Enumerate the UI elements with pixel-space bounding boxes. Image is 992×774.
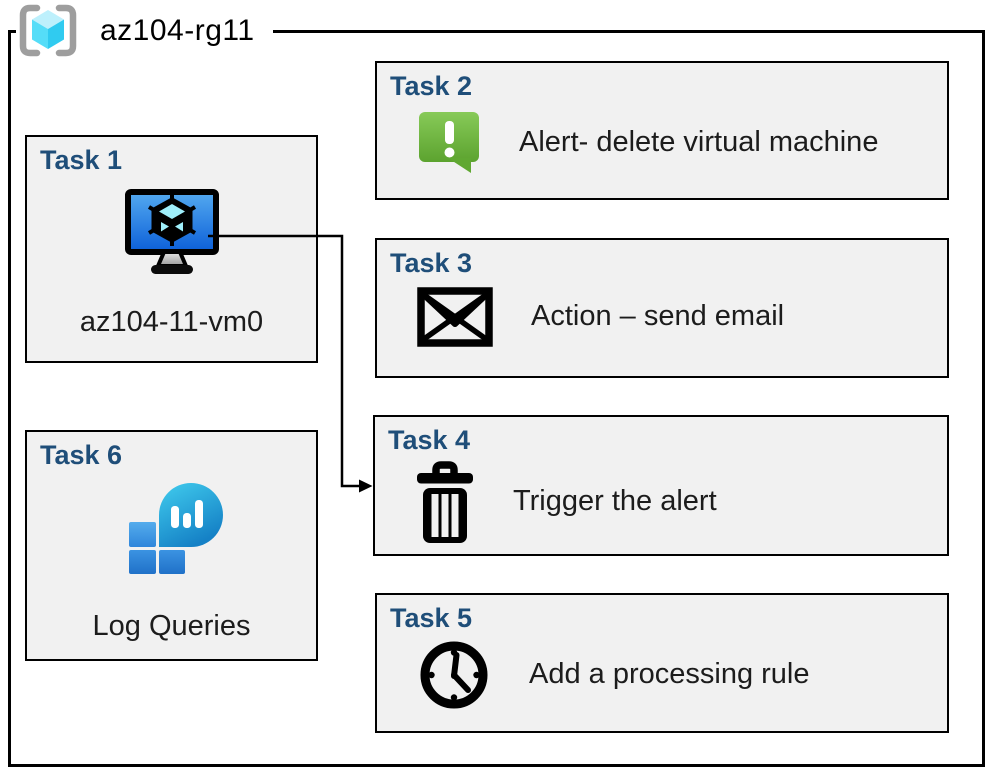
task5-box: Task 5 Add a processing rule xyxy=(375,593,949,733)
resource-group-icon xyxy=(19,4,77,57)
task4-header: Task 4 xyxy=(388,425,471,455)
task2-box: Task 2 Alert- delete virtual machine xyxy=(375,61,949,200)
task6-header: Task 6 xyxy=(40,440,123,470)
resource-group-label: az104-rg11 xyxy=(16,3,273,59)
resource-group-title: az104-rg11 xyxy=(100,14,255,47)
log-analytics-icon xyxy=(123,475,239,579)
clock-icon xyxy=(417,638,491,712)
task3-box: Task 3 Action – send email xyxy=(375,238,949,378)
task3-text: Action – send email xyxy=(531,300,785,333)
task1-caption: az104-11-vm0 xyxy=(79,306,264,338)
task2-text: Alert- delete virtual machine xyxy=(519,126,879,159)
task1-header: Task 1 xyxy=(40,145,123,175)
virtual-machine-icon xyxy=(122,188,222,276)
task6-caption: Log Queries xyxy=(92,610,251,642)
task6-box: Task 6 Log Queries xyxy=(25,430,318,661)
task3-header: Task 3 xyxy=(390,248,473,278)
task4-box: Task 4 Trigger the alert xyxy=(373,415,949,556)
trash-icon xyxy=(415,460,475,544)
task5-text: Add a processing rule xyxy=(529,658,810,691)
email-envelope-icon xyxy=(417,287,493,347)
task5-header: Task 5 xyxy=(390,603,473,633)
task2-header: Task 2 xyxy=(390,71,473,101)
alert-bubble-icon xyxy=(417,110,481,176)
task4-text: Trigger the alert xyxy=(513,485,717,518)
task1-box: Task 1 az104-11-vm0 xyxy=(25,135,318,363)
